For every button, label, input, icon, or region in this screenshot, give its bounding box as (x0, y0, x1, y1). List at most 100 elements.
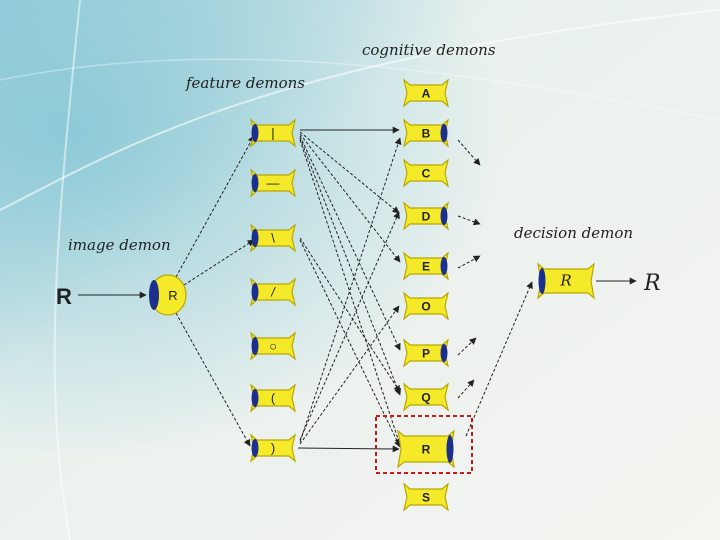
arrow-feature-to-cognitive (299, 133, 401, 263)
arrow-image-to-feature (175, 312, 251, 447)
cognitive-demon-e-body (403, 251, 449, 281)
feature-demon-circle: ○ (250, 331, 296, 361)
input-stimulus-letter: R (56, 284, 72, 309)
decision-demon: R (537, 262, 595, 300)
feature-demon-open-left-curve-body (250, 433, 296, 463)
image-demon-label: image demon (68, 236, 171, 254)
eye-icon (440, 257, 448, 275)
feature-demon-backslash: \ (250, 223, 296, 253)
feature-demon-open-right-curve: ( (250, 383, 296, 413)
cognitive-demon-p-body (403, 338, 449, 368)
eye-icon (440, 124, 448, 142)
arrow-cognitive-to-decision (465, 281, 533, 437)
cognitive-demon-e: E (403, 251, 449, 281)
arrows-layer (78, 126, 637, 453)
eye-icon (446, 435, 454, 463)
feature-demon-vertical-line: | (250, 118, 296, 148)
cognitive-demon-r-body (397, 429, 455, 469)
cognitive-demon-d: D (403, 201, 449, 231)
cognitive-demon-a-body (403, 78, 449, 108)
cognitive-demon-p-label: P (422, 347, 430, 361)
feature-demon-backslash-label: \ (271, 231, 275, 246)
arrow-feature-to-cognitive (299, 239, 401, 448)
feature-demon-backslash-body (250, 223, 296, 253)
image-demon-letter: R (168, 288, 177, 303)
cognitive-demon-b-label: B (422, 127, 431, 141)
eye-icon (440, 344, 448, 362)
demons-layer: R | — \ / ○ () A B C D E O P Q R S R (149, 78, 595, 512)
arrow-cognitive-to-decision (457, 379, 475, 399)
cognitive-demon-q: Q (403, 382, 449, 412)
feature-demon-vertical-line-label: | (271, 126, 274, 141)
feature-demon-horizontal-line-label: — (267, 176, 280, 191)
arrow-feature-to-cognitive (299, 139, 402, 446)
cognitive-demon-d-label: D (422, 210, 431, 224)
cognitive-demons-label: cognitive demons (362, 41, 496, 59)
cognitive-demon-q-body (403, 382, 449, 412)
cognitive-demon-p: P (403, 338, 449, 368)
eye-icon (251, 174, 259, 192)
cognitive-demon-s-label: S (422, 491, 430, 505)
cognitive-demon-r: R (397, 429, 455, 469)
arrow-feature-to-cognitive (297, 445, 400, 453)
background-swoosh (53, 0, 81, 540)
arrow-feature-to-cognitive (299, 211, 400, 441)
decision-demon-label: decision demon (514, 224, 633, 242)
arrow-feature-to-cognitive (299, 135, 401, 351)
background-swoosh (0, 9, 720, 211)
cognitive-demon-a-label: A (422, 87, 431, 101)
arrow-cognitive-to-decision (457, 255, 481, 269)
eye-icon (251, 283, 259, 301)
cognitive-demon-c-body (403, 158, 449, 188)
arrow-cognitive-to-decision (457, 139, 481, 166)
eye-icon (251, 124, 259, 142)
arrow-image-to-feature (175, 135, 255, 278)
eye-icon (251, 229, 259, 247)
cognitive-demon-a: A (403, 78, 449, 108)
feature-demon-horizontal-line: — (250, 168, 296, 198)
feature-demon-circle-label: ○ (269, 339, 277, 354)
eye-icon (251, 389, 259, 407)
feature-demons-label: feature demons (185, 74, 305, 92)
cognitive-demon-o-body (403, 291, 449, 321)
cognitive-demon-s: S (403, 482, 449, 512)
cognitive-demon-o: O (403, 291, 449, 321)
eye-icon (149, 280, 159, 310)
feature-demon-slash-body (250, 277, 296, 307)
cognitive-demon-e-label: E (422, 260, 430, 274)
cognitive-demon-c-label: C (422, 167, 431, 181)
cognitive-demon-o-label: O (421, 300, 430, 314)
feature-demon-vertical-line-body (250, 118, 296, 148)
arrow-feature-to-cognitive (299, 137, 401, 396)
arrow-image-to-feature (183, 239, 255, 286)
arrow-feature-to-cognitive (299, 131, 400, 214)
output-letter: R (643, 271, 661, 296)
cognitive-demon-b-body (403, 118, 449, 148)
decision-demon-label: R (559, 272, 571, 290)
cognitive-demon-c: C (403, 158, 449, 188)
arrow-feature-to-cognitive (299, 137, 402, 443)
arrow-cognitive-to-decision (457, 337, 477, 356)
feature-demon-circle-body (250, 331, 296, 361)
background-swoosh (0, 58, 720, 121)
feature-demon-open-right-curve-label: ( (271, 391, 276, 406)
cognitive-demon-s-body (403, 482, 449, 512)
cognitive-demon-q-label: Q (421, 391, 430, 405)
arrow-feature-to-cognitive (299, 237, 401, 393)
image-demon: R (149, 274, 187, 316)
cognitive-demon-b: B (403, 118, 449, 148)
cognitive-demon-r-label: R (422, 443, 431, 457)
arrow-feature-to-cognitive (299, 305, 400, 445)
arrow-cognitive-to-decision (457, 215, 481, 226)
eye-icon (251, 337, 259, 355)
feature-demon-horizontal-line-body (250, 168, 296, 198)
feature-demon-open-left-curve: ) (250, 433, 296, 463)
feature-demon-open-left-curve-label: ) (271, 441, 275, 456)
decision-demon-body (537, 262, 595, 300)
eye-icon (440, 207, 448, 225)
feature-demon-slash-label: / (270, 285, 276, 300)
eye-icon (538, 268, 546, 294)
cognitive-demon-d-body (403, 201, 449, 231)
